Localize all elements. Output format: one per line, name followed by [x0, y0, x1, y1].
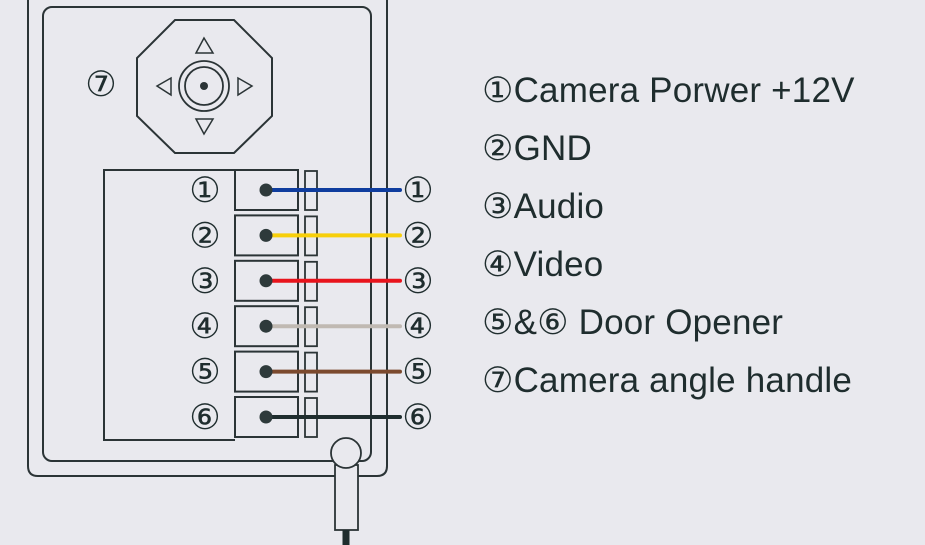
terminal-block: ① ① ② ② ③ ③ ④ ④ ⑤ ⑤ ⑥ ⑥ — [103, 169, 434, 441]
arrow-left-icon — [155, 76, 172, 97]
camera-angle-handle — [136, 19, 273, 154]
terminal-label-left: ① — [189, 171, 220, 211]
terminal-label-left: ④ — [189, 307, 220, 347]
arrow-down-icon — [194, 118, 215, 136]
terminal-screw — [259, 274, 273, 288]
legend-item-camera-angle-handle: ⑦Camera angle handle — [482, 361, 853, 400]
legend-item-gnd: ②GND — [482, 129, 592, 168]
terminal-label-left: ③ — [189, 262, 220, 302]
arrow-right-icon — [237, 76, 254, 97]
legend-item-camera-power: ①Camera Porwer +12V — [482, 71, 855, 110]
wire-label-right: ④ — [402, 307, 433, 347]
wire-label-right: ⑥ — [402, 398, 433, 438]
legend-item-door-opener: ⑤&⑥ Door Opener — [482, 303, 784, 342]
legend-item-video: ④Video — [482, 245, 604, 284]
terminal-label-left: ⑥ — [189, 398, 220, 438]
terminal-screw — [259, 228, 273, 242]
wire-label-right: ③ — [402, 262, 433, 302]
wire-label-right: ② — [402, 216, 433, 256]
cable — [330, 437, 362, 545]
terminal-screw — [259, 319, 273, 333]
cable-grommet — [330, 437, 362, 469]
wire-label-right: ① — [402, 171, 433, 211]
handle-marker: ⑦ — [85, 65, 116, 105]
lens-inner-ring — [184, 66, 224, 106]
wire-label-right: ⑤ — [402, 353, 433, 393]
legend: ①Camera Porwer +12V ②GND ③Audio ④Video ⑤… — [482, 62, 855, 410]
lens-center-dot — [200, 82, 208, 90]
arrow-up-icon — [194, 36, 215, 54]
terminal-screw — [259, 183, 273, 197]
terminal-block-outline — [103, 169, 235, 441]
octagon-bezel — [136, 19, 273, 154]
lens-outer-ring — [178, 60, 230, 112]
legend-item-audio: ③Audio — [482, 187, 605, 226]
terminal-screw — [259, 365, 273, 379]
terminal-label-left: ② — [189, 216, 220, 256]
outer-housing — [27, 0, 388, 477]
terminal-screw — [259, 410, 273, 424]
cable-sleeve — [334, 464, 359, 531]
terminal-label-left: ⑤ — [189, 353, 220, 393]
